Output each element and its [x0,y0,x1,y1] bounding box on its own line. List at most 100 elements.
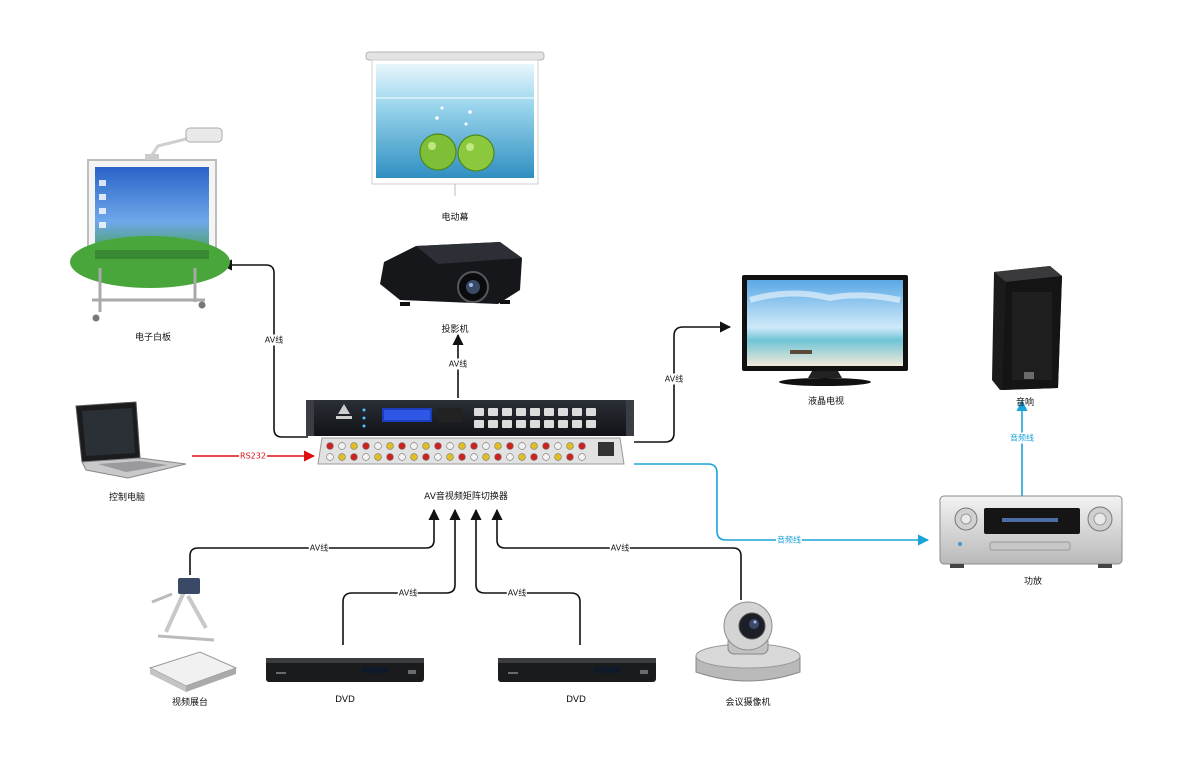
projector-label: 投影机 [441,325,469,335]
switcher-port [458,442,466,450]
switcher-port [362,442,370,450]
switcher-button [586,420,596,428]
wire-label-tv: AV线 [663,373,685,385]
switcher-button [530,420,540,428]
wire-label-camera: AV线 [609,542,631,554]
wire-label-projector: AV线 [447,358,469,370]
switcher-port [470,453,478,461]
matrix-switcher-image [306,400,634,465]
switcher-port [338,453,346,461]
dvd2-image [498,658,656,682]
wire-label-laptop: RS232 [239,451,267,461]
camera-image [695,601,801,682]
switcher-port [398,453,406,461]
screen-label: 电动幕 [441,213,469,223]
switcher-port [446,442,454,450]
switcher-port [578,453,586,461]
switcher-port [542,453,550,461]
switcher-button [474,408,484,416]
switcher-port [566,442,574,450]
switcher-port [422,453,430,461]
wire-tv [634,321,732,443]
switcher-port [482,442,490,450]
switcher-button [474,420,484,428]
switcher-port [554,453,562,461]
switcher-port [434,453,442,461]
wire-label-dvd2: AV线 [506,587,528,599]
whiteboard-image [70,127,230,322]
switcher-button [572,420,582,428]
visualizer-image [148,578,238,692]
switcher-port [362,453,370,461]
visualizer-label: 视频展台 [171,698,209,708]
switcher-port [554,442,562,450]
switcher-button [530,408,540,416]
wire-label-visualizer: AV线 [308,542,330,554]
whiteboard-label: 电子白板 [134,333,172,343]
switcher-port [386,453,394,461]
wire-label-dvd1: AV线 [397,587,419,599]
switcher-button [488,420,498,428]
amplifier-label: 功放 [1023,577,1043,587]
wire-label-whiteboard: AV线 [263,334,285,346]
dvd1-label: DVD [335,695,355,705]
screen-image [365,51,545,196]
switcher-port [506,442,514,450]
switcher-port [518,442,526,450]
switcher-port [410,442,418,450]
switcher-port [422,442,430,450]
switcher-port [374,453,382,461]
tv-image [742,275,908,386]
switcher-port [494,442,502,450]
switcher-button [502,420,512,428]
switcher-port [494,453,502,461]
switcher-port [374,442,382,450]
switcher-port [398,442,406,450]
switcher-button [572,408,582,416]
switcher-button [516,420,526,428]
switcher-port [350,442,358,450]
wire-camera [491,508,742,600]
laptop-label: 控制电脑 [108,493,146,503]
switcher-port [410,453,418,461]
projector-image [380,242,522,306]
switcher-port [518,453,526,461]
switcher-port [578,442,586,450]
speaker-image [992,266,1062,390]
laptop-image [75,401,187,479]
switcher-port [530,453,538,461]
switcher-port [326,453,334,461]
switcher-port [338,442,346,450]
switcher-port [386,442,394,450]
switcher-button [488,408,498,416]
amplifier-image [939,495,1123,568]
wire-label-amplifier: 音频线 [776,534,802,546]
matrix-label: AV音视频矩阵切换器 [424,492,508,502]
switcher-port [506,453,514,461]
switcher-port [446,453,454,461]
switcher-button [558,408,568,416]
switcher-port [350,453,358,461]
wire-dvd2 [470,508,581,645]
switcher-port [482,453,490,461]
wire-dvd1 [342,508,461,645]
tv-label: 液晶电视 [807,397,845,407]
switcher-port [566,453,574,461]
dvd2-label: DVD [566,695,586,705]
switcher-port [542,442,550,450]
switcher-button [502,408,512,416]
camera-label: 会议摄像机 [725,698,771,708]
switcher-port [470,442,478,450]
dvd1-image [266,658,424,682]
switcher-port [434,442,442,450]
switcher-port [458,453,466,461]
speaker-label: 音响 [1015,398,1035,408]
switcher-button [516,408,526,416]
switcher-button [544,408,554,416]
switcher-button [558,420,568,428]
switcher-port [530,442,538,450]
switcher-button [586,408,596,416]
wire-whiteboard [220,259,308,438]
switcher-port [326,442,334,450]
